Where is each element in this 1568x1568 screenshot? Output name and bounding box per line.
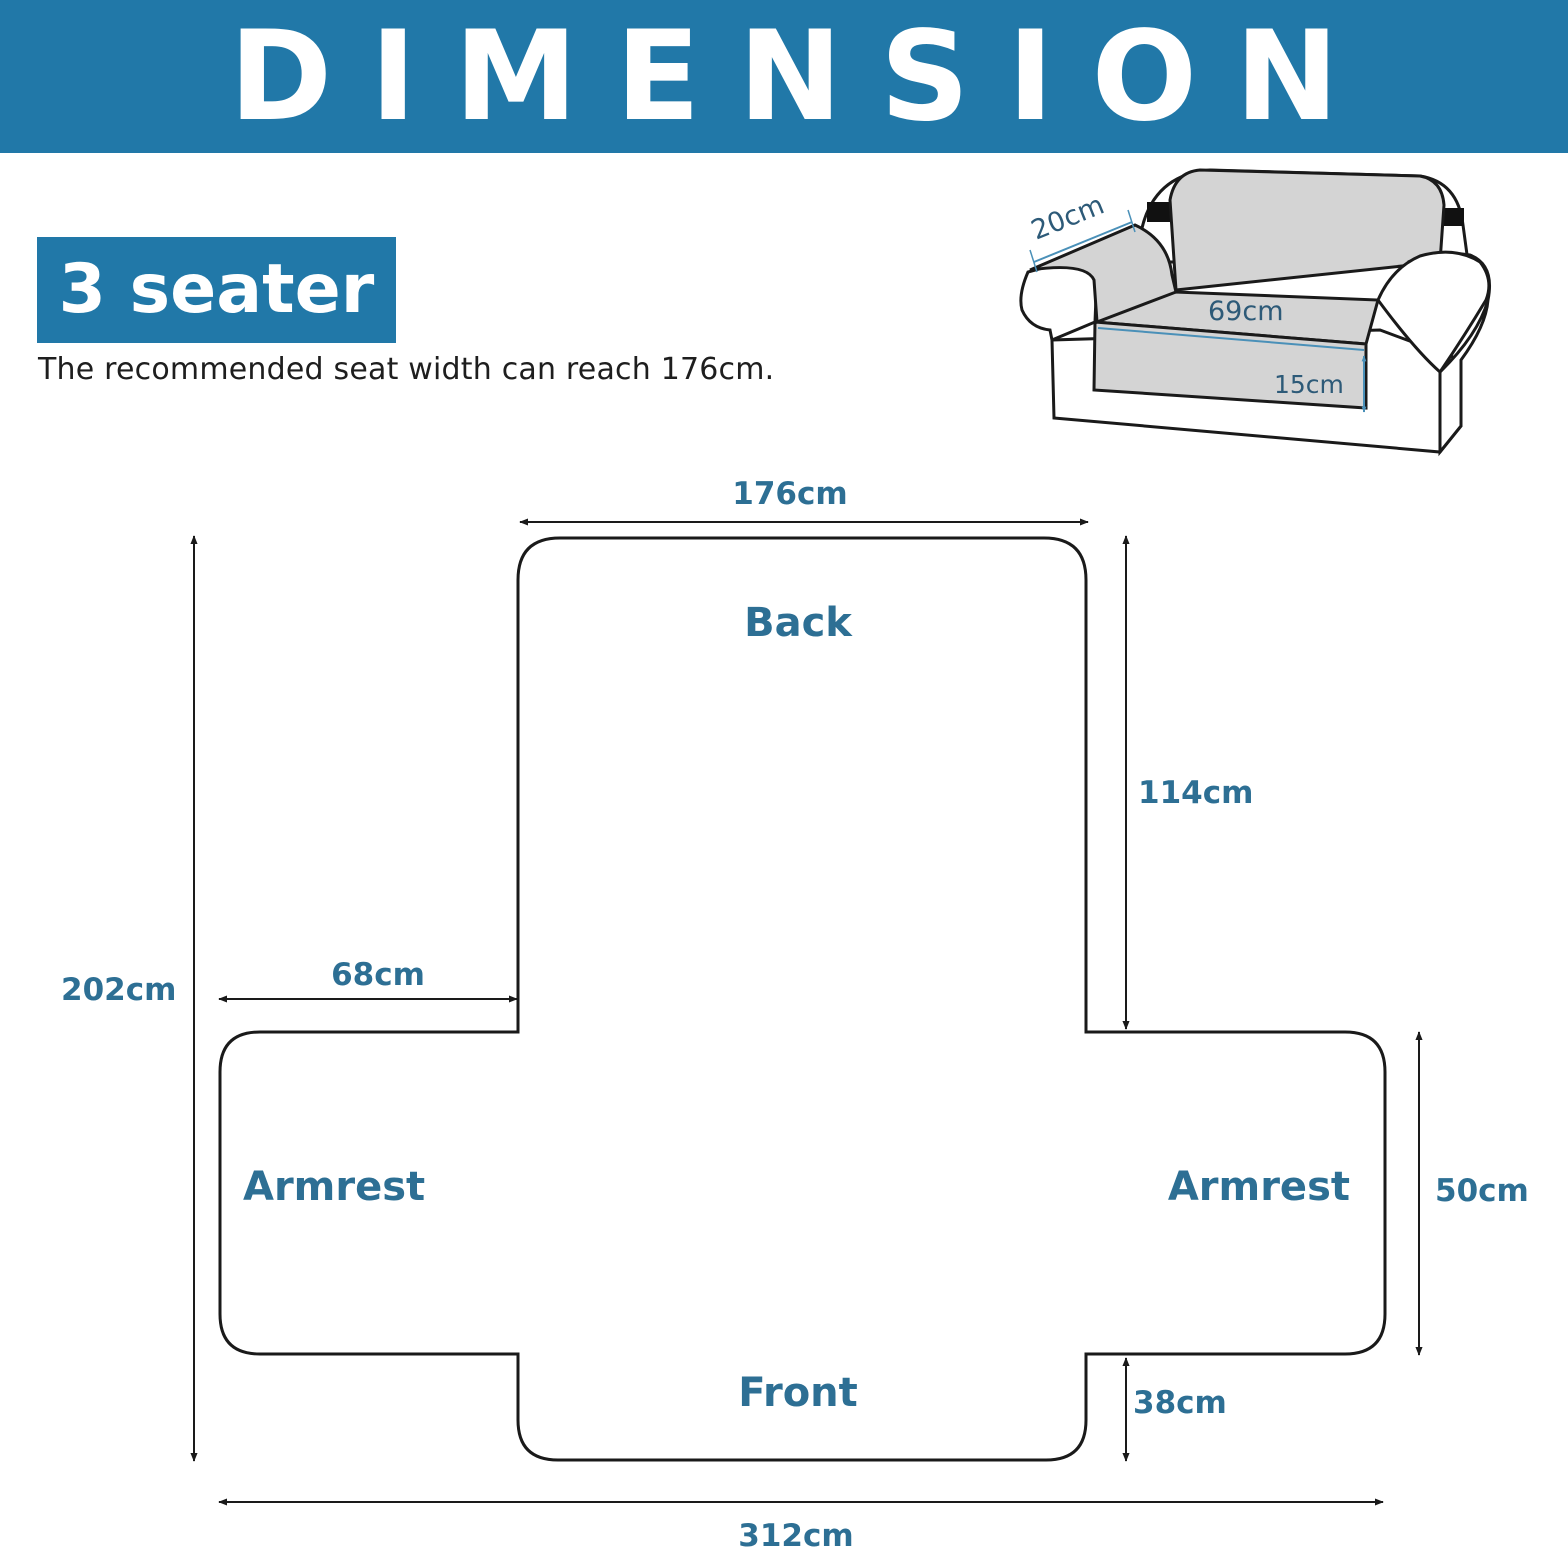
- total-length-label: 202cm: [61, 972, 176, 1008]
- left-arm-cover: [1029, 223, 1178, 325]
- size-badge: 3 seater: [37, 237, 396, 343]
- armrest-extension-label: 68cm: [331, 957, 425, 993]
- front-length-label: 38cm: [1133, 1385, 1227, 1421]
- back-region-label: Back: [744, 600, 853, 646]
- sofa-illustration: 20cm 69cm 15cm: [1019, 168, 1491, 457]
- back-width-label: 176cm: [732, 476, 847, 512]
- armrest-width-guide: [1033, 221, 1133, 263]
- back-length-label: 114cm: [1138, 775, 1253, 811]
- seat-depth-guide: [1097, 327, 1365, 351]
- total-width-label: 312cm: [738, 1518, 853, 1554]
- title-banner: DIMENSION: [0, 0, 1568, 153]
- front-region-label: Front: [738, 1370, 858, 1416]
- back-cover-panel: [1168, 168, 1446, 292]
- seat-depth-label: 69cm: [1208, 296, 1284, 327]
- armrest-length-label: 50cm: [1435, 1173, 1529, 1209]
- armrest-right-label: Armrest: [1168, 1164, 1350, 1210]
- skirt-drop-label: 15cm: [1274, 370, 1344, 399]
- armrest-left-label: Armrest: [243, 1164, 425, 1210]
- cover-outline: [218, 536, 1387, 1462]
- right-arm-cover: [1376, 250, 1491, 452]
- seat-width-note: The recommended seat width can reach 176…: [38, 352, 775, 387]
- armrest-width-label: 20cm: [1027, 189, 1109, 246]
- page-title: DIMENSION: [229, 4, 1377, 149]
